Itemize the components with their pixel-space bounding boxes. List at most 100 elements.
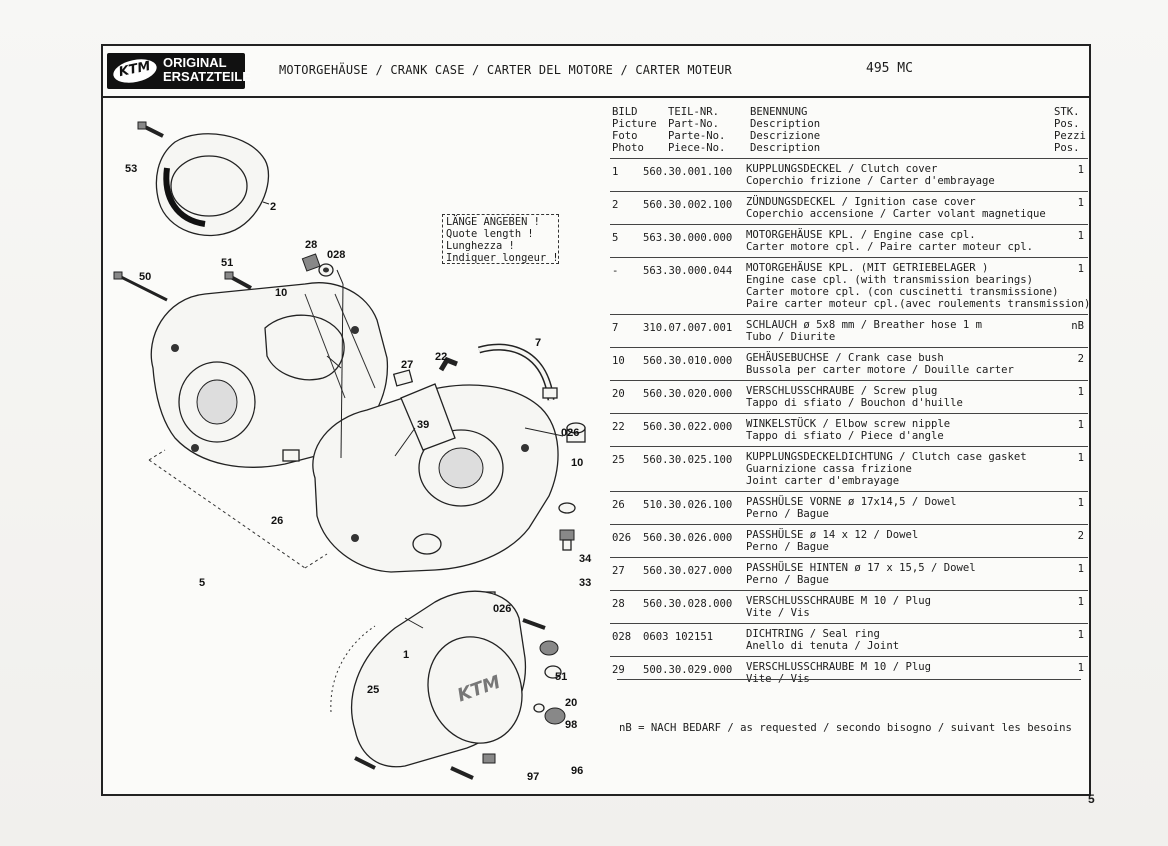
footnote: nB = NACH BEDARF / as requested / second…	[619, 722, 1072, 734]
dowel-026-top	[542, 387, 558, 399]
label-20: 20	[565, 697, 577, 709]
row-quantity: 1	[1077, 563, 1084, 575]
description-line: Perno / Bague	[746, 574, 829, 586]
label-026-bottom: 026	[493, 603, 511, 615]
row-bild: 5	[612, 232, 619, 244]
description-line: WINKELSTÜCK / Elbow screw nipple	[746, 418, 951, 430]
label-33: 33	[579, 577, 591, 589]
row-quantity: 1	[1077, 497, 1084, 509]
ktm-logo: KTM ORIGINAL ERSATZTEILE	[107, 53, 251, 89]
length-callout: LÄNGE ANGEBEN ! Quote length ! Lunghezza…	[442, 214, 559, 264]
row-part-number: 560.30.027.000	[643, 565, 733, 577]
header-qty: STK. Pos. Pezzi Pos.	[1054, 106, 1086, 154]
row-part-number: 510.30.026.100	[643, 499, 733, 511]
label-34: 34	[579, 553, 592, 565]
logo-line-2: ERSATZTEILE	[163, 69, 251, 84]
label-10-right: 10	[571, 457, 583, 469]
table-header: BILD Picture Foto Photo TEIL-NR. Part-No…	[610, 104, 1088, 158]
row-part-number: 563.30.000.044	[643, 265, 733, 277]
row-quantity: 1	[1077, 263, 1084, 275]
bolt-51-top	[224, 271, 252, 290]
row-bild: 20	[612, 388, 625, 400]
dowel-26	[282, 449, 300, 462]
row-quantity: 1	[1077, 452, 1084, 464]
row-bild: 1	[612, 166, 619, 178]
parts-table: BILD Picture Foto Photo TEIL-NR. Part-No…	[610, 104, 1091, 689]
gasket-outline	[330, 625, 376, 713]
row-bild: 22	[612, 421, 625, 433]
label-5: 5	[199, 577, 205, 589]
row-quantity: nB	[1071, 320, 1084, 332]
breather-hose	[477, 343, 555, 401]
bolt-50	[113, 271, 168, 302]
description-line: KUPPLUNGSDECKEL / Clutch cover	[746, 163, 938, 175]
label-10-left: 10	[275, 287, 287, 299]
plug-33	[559, 529, 575, 551]
dowel-27	[392, 369, 414, 387]
plug-29	[482, 753, 496, 764]
logo-mark-text: KTM	[117, 58, 152, 81]
callout-line-2: Quote length !	[446, 228, 534, 240]
description-line: DICHTRING / Seal ring	[746, 628, 880, 640]
row-quantity: 1	[1077, 419, 1084, 431]
page-title: MOTORGEHÄUSE / CRANK CASE / CARTER DEL M…	[279, 63, 732, 77]
label-28: 28	[305, 239, 317, 251]
exploded-diagram: KTM 53 2	[113, 121, 592, 783]
row-part-number: 560.30.026.000	[643, 532, 733, 544]
description-line: Tubo / Diurite	[746, 331, 836, 343]
label-026-top: 026	[561, 427, 579, 439]
description-line: Anello di tenuta / Joint	[746, 640, 900, 652]
row-quantity: 2	[1077, 353, 1084, 365]
crankcase-right	[312, 383, 559, 573]
row-part-number: 560.30.010.000	[643, 355, 733, 367]
row-part-number: 560.30.028.000	[643, 598, 733, 610]
crankcase-left	[150, 282, 389, 468]
row-quantity: 1	[1077, 596, 1084, 608]
catalog-frame: KTM ORIGINAL ERSATZTEILE MOTORGEHÄUSE / …	[101, 44, 1091, 796]
callout-line-3: Lunghezza !	[446, 240, 515, 252]
label-51-right: 51	[555, 671, 567, 683]
crankcase-bracket	[148, 449, 328, 569]
description-line: VERSCHLUSSCHRAUBE M 10 / Plug	[746, 595, 931, 607]
row-part-number: 560.30.002.100	[643, 199, 733, 211]
description-line: VERSCHLUSSCHRAUBE M 10 / Plug	[746, 661, 931, 673]
row-bild: 7	[612, 322, 619, 334]
row-part-number: 310.07.007.001	[643, 322, 733, 334]
description-line: Carter motore cpl. (con cuscinetti trans…	[746, 286, 1059, 298]
description-line: MOTORGEHÄUSE KPL. / Engine case cpl.	[746, 229, 976, 241]
row-bild: 028	[612, 631, 632, 643]
row-bild: 10	[612, 355, 625, 367]
description-line: GEHÄUSEBUCHSE / Crank case bush	[746, 352, 944, 364]
description-line: Paire carter moteur cpl.(avec roulements…	[746, 298, 1091, 310]
row-part-number: 560.30.025.100	[643, 454, 733, 466]
plug-28	[301, 253, 334, 277]
description-line: KUPPLUNGSDECKELDICHTUNG / Clutch case ga…	[746, 451, 1027, 463]
label-22: 22	[435, 351, 447, 363]
table-row: 7 310.07.007.001 SCHLAUCH ø 5x8 mm / Breat…	[610, 314, 1088, 347]
description-line: PASSHÜLSE ø 14 x 12 / Dowel	[746, 529, 919, 541]
washer-98	[544, 665, 562, 679]
description-line: Bussola per carter motore / Douille cart…	[746, 364, 1014, 376]
bolt-51-right	[522, 618, 546, 630]
row-part-number: 0603 102151	[643, 631, 714, 643]
plug-96	[544, 707, 566, 725]
callout-line-1: LÄNGE ANGEBEN !	[446, 216, 540, 228]
description-line: Carter motore cpl. / Paire carter moteur…	[746, 241, 1034, 253]
label-028: 028	[327, 249, 345, 261]
